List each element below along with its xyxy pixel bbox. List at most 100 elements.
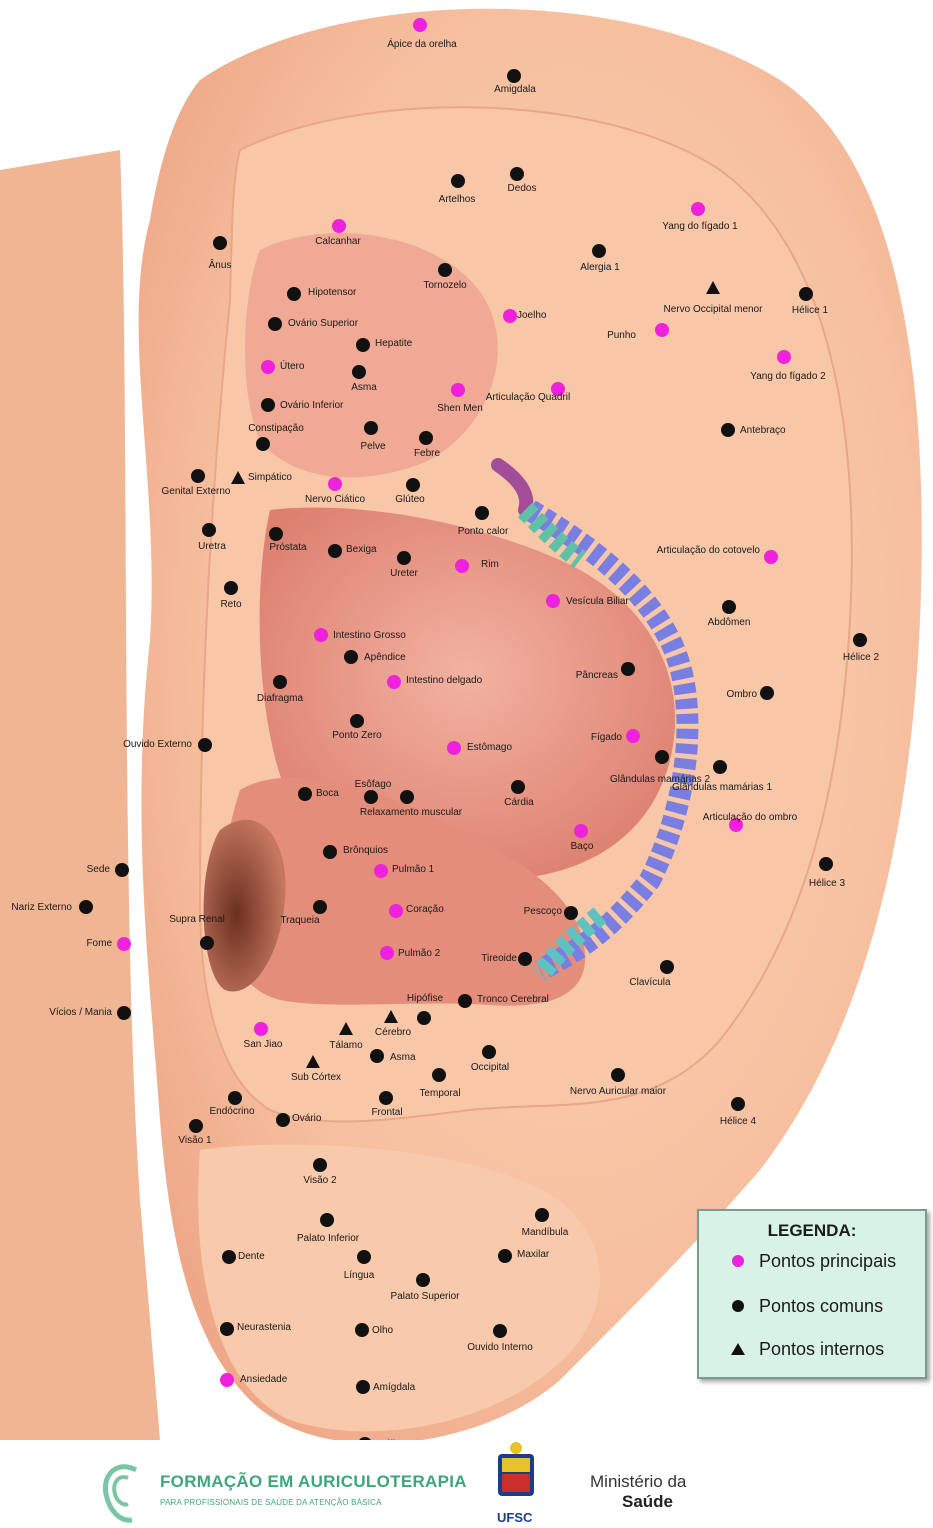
legend-label-common: Pontos comuns bbox=[759, 1296, 883, 1317]
point-endocrino-label: Endócrino bbox=[209, 1106, 254, 1117]
common-point-dot-icon bbox=[298, 787, 312, 801]
common-point-dot-icon bbox=[313, 900, 327, 914]
common-point-dot-icon bbox=[224, 581, 238, 595]
point-olho: Olho bbox=[355, 1323, 394, 1337]
point-relaxamento-muscular-label: Relaxamento muscular bbox=[360, 807, 463, 818]
point-joelho: Joelho bbox=[503, 309, 547, 323]
point-intestino-delgado-label: Intestino delgado bbox=[406, 675, 483, 686]
point-helice-4-label: Hélice 4 bbox=[720, 1116, 757, 1127]
point-figado-label: Fígado bbox=[591, 732, 623, 743]
point-apendice: Apêndice bbox=[344, 650, 406, 664]
point-antebraco: Antebraço bbox=[721, 423, 786, 437]
common-point-dot-icon bbox=[432, 1068, 446, 1082]
legend-label-internal: Pontos internos bbox=[759, 1339, 884, 1360]
point-antebraco-label: Antebraço bbox=[740, 425, 786, 436]
common-point-dot-icon bbox=[592, 244, 606, 258]
point-san-jiao-label: San Jiao bbox=[244, 1039, 283, 1050]
point-abdomen-label: Abdômen bbox=[708, 617, 751, 628]
point-simpatico-label: Simpático bbox=[248, 472, 292, 483]
point-talamo-label: Tálamo bbox=[329, 1040, 363, 1051]
common-point-dot-icon bbox=[799, 287, 813, 301]
common-point-dot-icon bbox=[273, 675, 287, 689]
common-point-dot-icon bbox=[269, 527, 283, 541]
common-point-dot-icon bbox=[458, 994, 472, 1008]
common-point-dot-icon bbox=[518, 952, 532, 966]
point-nervo-auricular-maior-label: Nervo Auricular maior bbox=[570, 1086, 667, 1097]
point-yang-do-figado-2-label: Yang do fígado 2 bbox=[750, 371, 826, 382]
point-pelve-label: Pelve bbox=[360, 441, 385, 452]
point-genital-externo-label: Genital Externo bbox=[162, 486, 231, 497]
point-glandulas-mamarias-1-label: Glândulas mamárias 1 bbox=[672, 782, 772, 793]
point-hipotensor-label: Hipotensor bbox=[308, 287, 357, 298]
point-bronquios-label: Brônquios bbox=[343, 845, 388, 856]
point-articulacao-do-ombro-label: Articulação do ombro bbox=[703, 812, 798, 823]
point-pancreas-label: Pâncreas bbox=[576, 670, 618, 681]
legend-title: LEGENDA: bbox=[699, 1221, 925, 1241]
point-tireoide: Tireoide bbox=[481, 952, 532, 966]
legend-row-internal: Pontos internos bbox=[729, 1339, 884, 1360]
point-mandibula-label: Mandíbula bbox=[522, 1227, 569, 1238]
point-helice-2-label: Hélice 2 bbox=[843, 652, 880, 663]
point-articulacao-do-cotovelo-label: Articulação do cotovelo bbox=[657, 545, 761, 556]
principal-point-dot-icon bbox=[328, 477, 342, 491]
principal-point-dot-icon bbox=[413, 18, 427, 32]
point-amigdala-label: Amígdala bbox=[373, 1382, 416, 1393]
point-vicios-mania-label: Vícios / Mania bbox=[49, 1007, 112, 1018]
common-point-dot-icon bbox=[202, 523, 216, 537]
principal-point-dot-icon bbox=[380, 946, 394, 960]
common-point-dot-icon bbox=[510, 167, 524, 181]
point-sede: Sede bbox=[87, 863, 129, 877]
principal-point-dot-icon bbox=[387, 675, 401, 689]
point-maxilar-label: Maxilar bbox=[517, 1249, 550, 1260]
point-dente: Dente bbox=[222, 1250, 265, 1264]
point-artelhos-label: Artelhos bbox=[439, 194, 476, 205]
point-fome: Fome bbox=[86, 937, 131, 951]
common-point-dot-icon bbox=[731, 1097, 745, 1111]
point-bexiga-label: Bexiga bbox=[346, 544, 377, 555]
common-point-dot-icon bbox=[287, 287, 301, 301]
common-point-dot-icon bbox=[417, 1011, 431, 1025]
point-lingua-label: Língua bbox=[344, 1270, 375, 1281]
point-frontal-label: Frontal bbox=[371, 1107, 402, 1118]
common-point-dot-icon bbox=[611, 1068, 625, 1082]
common-point-dot-icon bbox=[406, 478, 420, 492]
common-point-dot-icon bbox=[344, 650, 358, 664]
common-point-dot-icon bbox=[419, 431, 433, 445]
common-point-dot-icon bbox=[853, 633, 867, 647]
point-amigdala: Amígdala bbox=[356, 1380, 416, 1394]
point-supra-renal-label: Supra Renal bbox=[169, 914, 225, 925]
principal-point-dot-icon bbox=[314, 628, 328, 642]
point-tronco-cerebral-label: Tronco Cerebral bbox=[477, 994, 549, 1005]
point-boca: Boca bbox=[298, 787, 339, 801]
brand-subtitle: PARA PROFISSIONAIS DE SAÚDE DA ATENÇÃO B… bbox=[160, 1498, 382, 1507]
principal-point-dot-icon bbox=[546, 594, 560, 608]
point-fome-label: Fome bbox=[86, 938, 112, 949]
point-articulacao-quadril-label: Articulação Quadril bbox=[486, 392, 570, 403]
ufsc-crest-icon bbox=[492, 1440, 540, 1508]
principal-point-dot-icon bbox=[777, 350, 791, 364]
point-dedos-label: Dedos bbox=[508, 183, 537, 194]
point-estomago: Estômago bbox=[447, 741, 512, 755]
point-ureter-label: Ureter bbox=[390, 568, 418, 579]
common-point-dot-icon bbox=[79, 900, 93, 914]
point-cardia-label: Cárdia bbox=[504, 797, 534, 808]
principal-point-dot-icon bbox=[655, 323, 669, 337]
point-ovario-superior-label: Ovário Superior bbox=[288, 318, 359, 329]
point-calcanhar-label: Calcanhar bbox=[315, 236, 361, 247]
point-neurastenia-label: Neurastenia bbox=[237, 1322, 291, 1333]
point-ombro-label: Ombro bbox=[726, 689, 757, 700]
point-utero: Útero bbox=[261, 359, 305, 374]
legend-box: LEGENDA: Pontos principais Pontos comuns… bbox=[697, 1209, 927, 1379]
point-palato-superior-label: Palato Superior bbox=[391, 1291, 461, 1302]
internal-triangle-icon bbox=[731, 1343, 745, 1355]
point-clavicula-label: Clavícula bbox=[629, 977, 671, 988]
point-ansiedade: Ansiedade bbox=[220, 1373, 288, 1387]
common-point-dot-icon bbox=[198, 738, 212, 752]
point-shen-men-label: Shen Men bbox=[437, 403, 483, 414]
point-febre-label: Febre bbox=[414, 448, 441, 459]
common-point-dot-icon bbox=[213, 236, 227, 250]
point-alergia-1-label: Alergia 1 bbox=[580, 262, 620, 273]
point-reto-label: Reto bbox=[220, 599, 242, 610]
common-point-dot-icon bbox=[564, 906, 578, 920]
